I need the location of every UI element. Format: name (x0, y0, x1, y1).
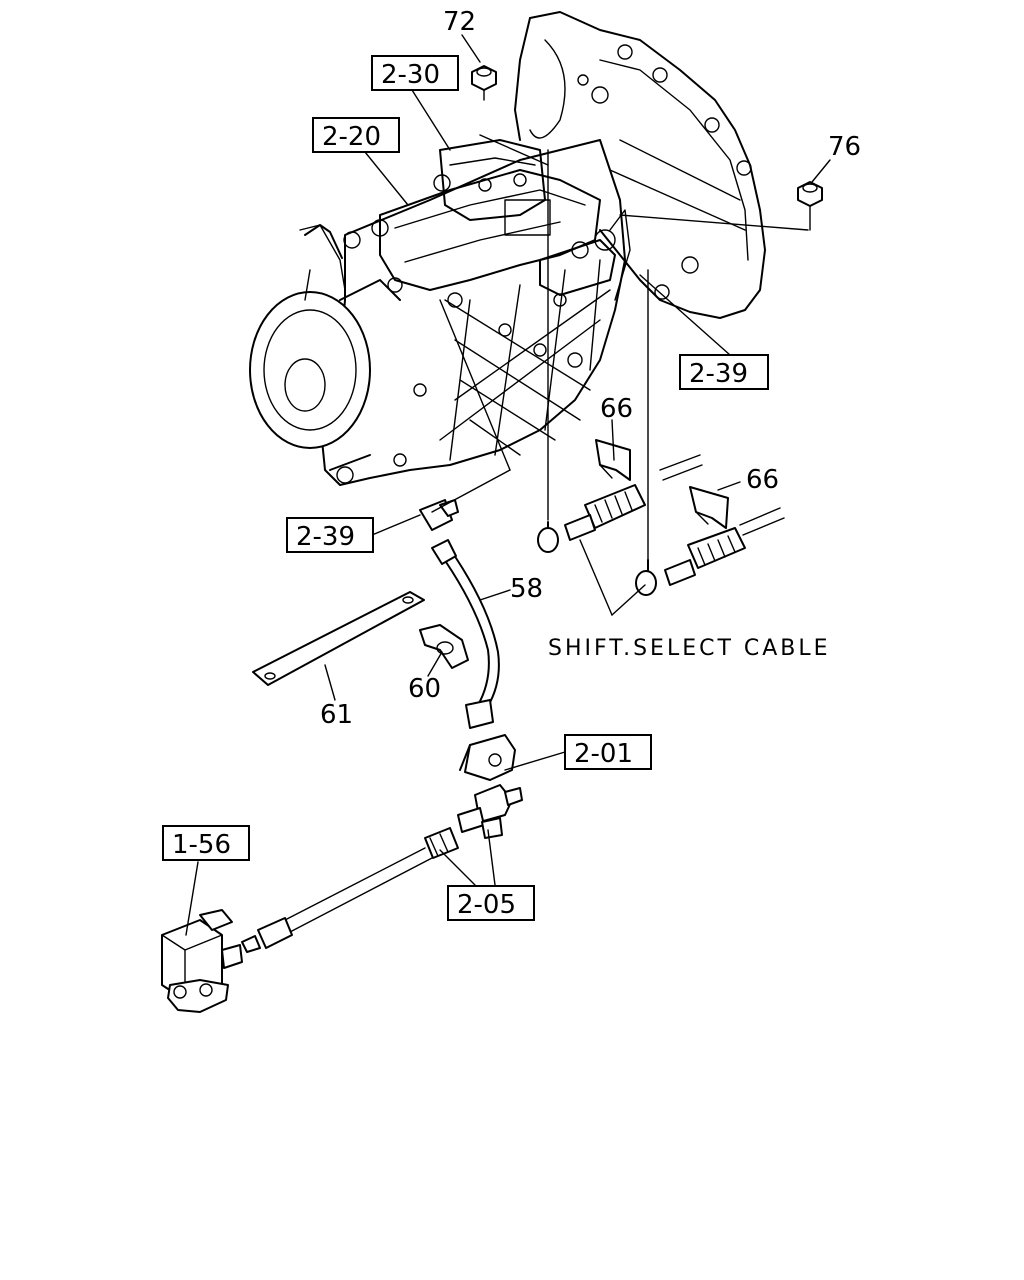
shift-cable (537, 454, 703, 553)
clip-66-b (689, 486, 729, 529)
caption-shift-select-cable: SHIFT.SELECT CABLE (548, 636, 831, 661)
pipe-to-1-56 (241, 827, 459, 953)
nut-72 (471, 65, 497, 101)
clip-66-a (595, 439, 631, 481)
callout-2-05: 2-05 (457, 890, 516, 920)
hose-58 (431, 539, 500, 729)
elbow-fitting-2-39 (419, 499, 459, 531)
tee-fitting-2-05 (457, 784, 523, 839)
nut-76 (797, 181, 823, 231)
callout-box-2-39-top (679, 354, 769, 390)
callout-66-b: 66 (746, 465, 779, 495)
select-cable (635, 507, 785, 596)
callout-72: 72 (443, 7, 476, 37)
callout-58: 58 (510, 574, 543, 604)
callout-76: 76 (828, 132, 861, 162)
clip-60 (419, 624, 469, 669)
callout-box-2-30 (371, 55, 459, 91)
callout-2-39-top: 2-39 (689, 359, 748, 389)
callout-2-30: 2-30 (381, 60, 440, 90)
callout-2-01: 2-01 (574, 739, 633, 769)
callout-2-39-left: 2-39 (296, 522, 355, 552)
callout-1-56: 1-56 (172, 830, 231, 860)
leader-lines (185, 34, 831, 936)
callout-66-a: 66 (600, 394, 633, 424)
solenoid-valve-1-56 (161, 909, 243, 1013)
callout-61: 61 (320, 700, 353, 730)
valve-2-01 (459, 734, 516, 781)
transmission-assembly (249, 11, 809, 561)
callout-box-2-01 (564, 734, 652, 770)
strap-61 (252, 591, 425, 686)
callout-2-20: 2-20 (322, 122, 381, 152)
callout-box-2-39-left (286, 517, 374, 553)
callout-box-2-20 (312, 117, 400, 153)
callout-box-1-56 (162, 825, 250, 861)
callout-60: 60 (408, 674, 441, 704)
callout-box-2-05 (447, 885, 535, 921)
